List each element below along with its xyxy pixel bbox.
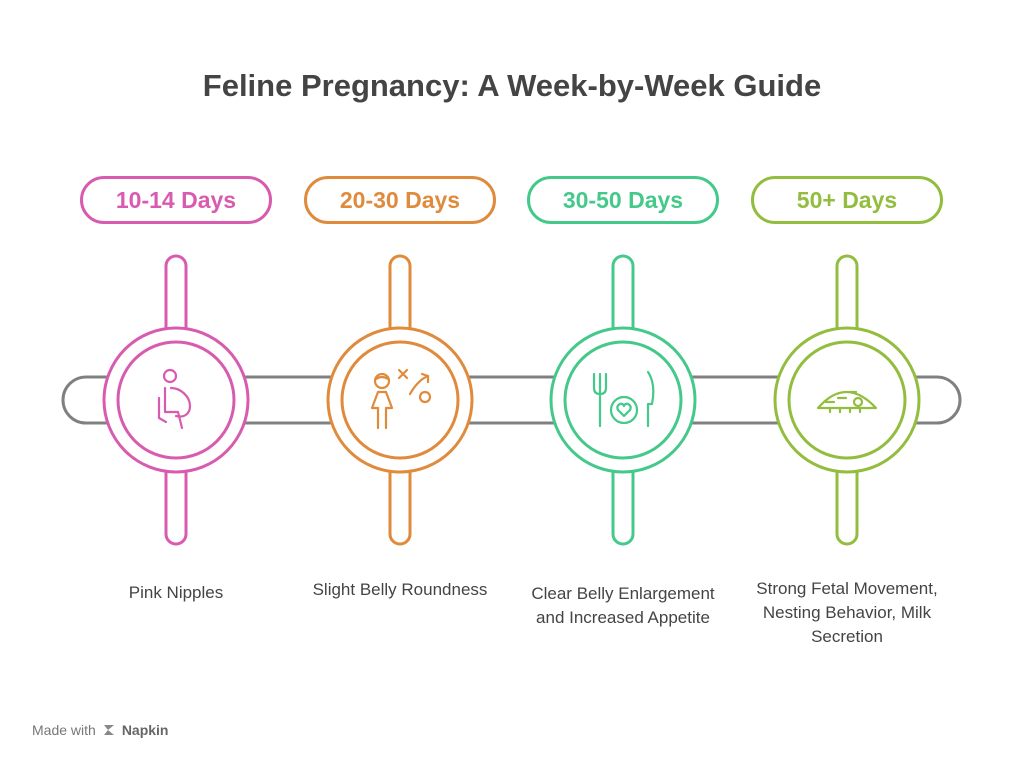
stage-2-description: Slight Belly Roundness — [312, 580, 488, 599]
stage-3-label: 30-50 Days — [562, 186, 684, 213]
stage-1-marker — [102, 254, 250, 546]
footer-brand: Napkin — [121, 722, 169, 738]
footer-attribution: Made with Napkin — [32, 722, 169, 738]
stage-2-inner-ring — [340, 340, 460, 460]
stage-1-description: Pink Nipples — [128, 583, 224, 602]
stage-1-pill: 10-14 Days — [80, 176, 272, 224]
dining-heart-icon — [592, 370, 655, 428]
page-title: Feline Pregnancy: A Week-by-Week Guide — [202, 68, 822, 103]
stage-3-pill: 30-50 Days — [527, 176, 719, 224]
timeline-bar — [61, 375, 962, 425]
stage-3-description: Clear Belly Enlargement and Increased Ap… — [531, 584, 715, 627]
footer-made-with: Made with — [32, 722, 96, 738]
stage-3-marker — [549, 254, 697, 546]
stage-2-pill: 20-30 Days — [304, 176, 496, 224]
pregnant-person-icon — [157, 368, 192, 430]
stage-1-inner-ring — [116, 340, 236, 460]
stage-2-marker — [326, 254, 474, 546]
stage-4-inner-ring — [787, 340, 907, 460]
stage-2-label: 20-30 Days — [339, 186, 461, 213]
stage-4-pill: 50+ Days — [751, 176, 943, 224]
napkin-logo-icon — [103, 725, 114, 735]
stage-1-label: 10-14 Days — [115, 186, 237, 213]
stage-3-inner-ring — [563, 340, 683, 460]
stage-4-marker — [773, 254, 921, 546]
ultrasound-icon — [816, 390, 878, 414]
stage-4-label: 50+ Days — [796, 186, 898, 213]
strategy-person-icon — [370, 368, 432, 430]
stage-4-description: Strong Fetal Movement, Nesting Behavior,… — [756, 579, 938, 646]
